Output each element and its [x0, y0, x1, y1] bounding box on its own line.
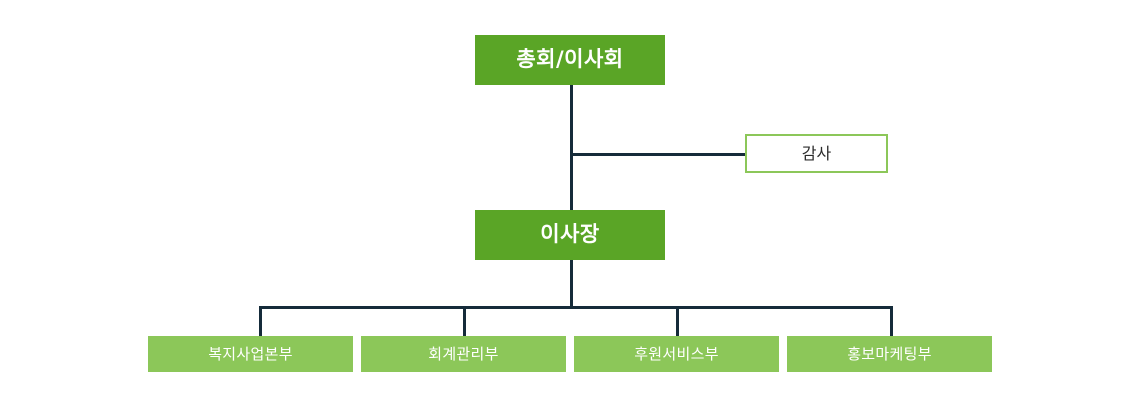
connector-drop-department-1: [463, 306, 466, 337]
connector-drop-department-0: [259, 306, 262, 337]
org-node-chairman[interactable]: 이사장: [475, 210, 665, 260]
org-node-assembly[interactable]: 총회/이사회: [475, 35, 665, 85]
connector-branchpoint-to-auditor: [570, 153, 747, 156]
org-node-department-0[interactable]: 복지사업본부: [148, 336, 353, 372]
connector-distribution-bar: [259, 306, 893, 309]
connector-branchpoint-to-chairman: [570, 153, 573, 211]
connector-assembly-to-branchpoint: [570, 85, 573, 155]
connector-drop-department-2: [676, 306, 679, 337]
org-node-department-2[interactable]: 후원서비스부: [574, 336, 779, 372]
org-node-department-3[interactable]: 홍보마케팅부: [787, 336, 992, 372]
connector-drop-department-3: [890, 306, 893, 337]
org-node-department-1[interactable]: 회계관리부: [361, 336, 566, 372]
connector-chairman-to-distribution-bar: [570, 260, 573, 309]
org-node-auditor[interactable]: 감사: [745, 134, 888, 173]
